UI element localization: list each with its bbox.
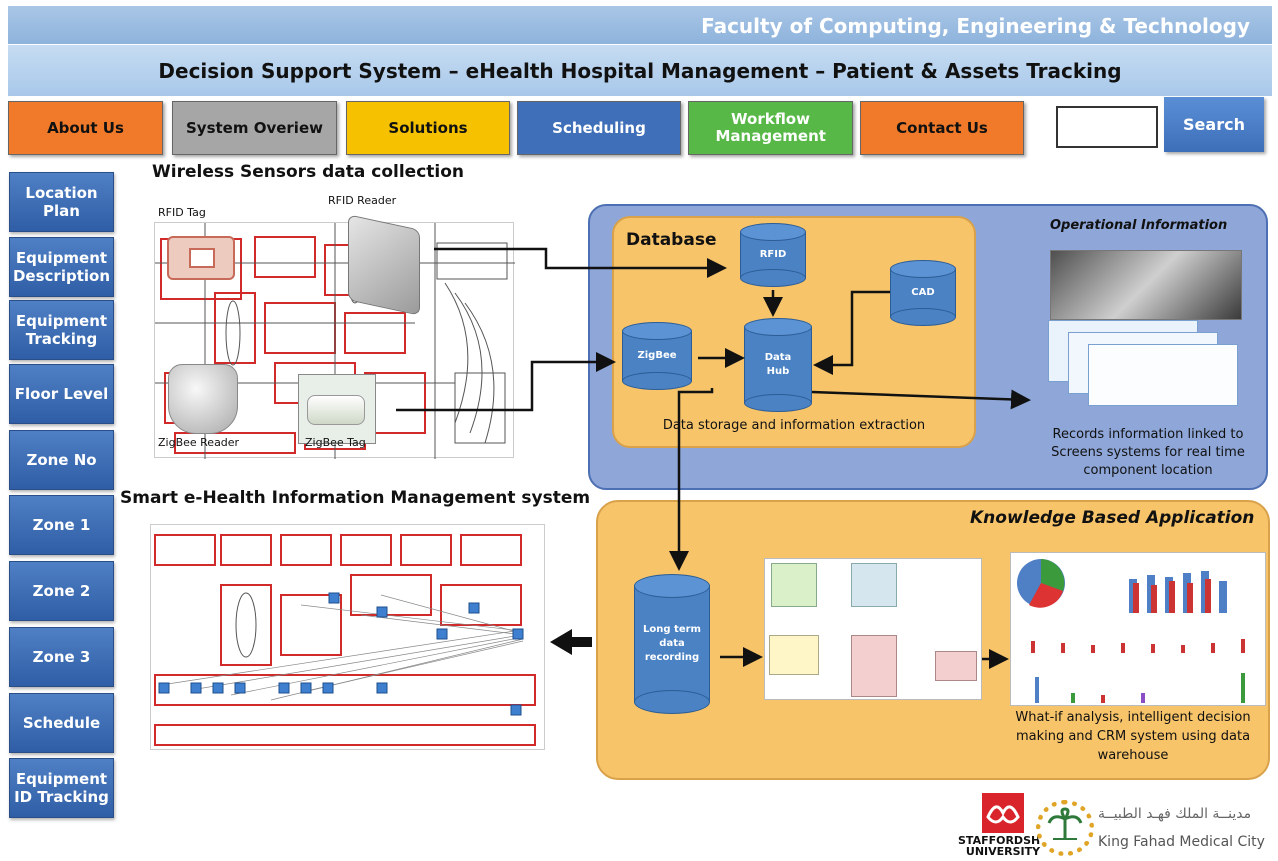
er-entity [935,651,977,681]
long-term-label: Long term data recording [643,624,701,663]
page-title: Decision Support System – eHealth Hospit… [8,44,1272,96]
sidebar-label: Equipment Description [12,249,111,285]
sidebar-label: Equipment Tracking [15,312,108,348]
cylinder-top [740,223,806,241]
staffs-line-2: UNIVERSITY [965,845,1041,858]
cylinder-top [634,574,710,598]
sidebar-label: Schedule [22,714,101,732]
faculty-title: Faculty of Computing, Engineering & Tech… [701,14,1250,38]
er-entity [769,635,819,675]
staffordshire-logo [982,793,1024,833]
nav-contact-us[interactable]: Contact Us [860,101,1024,155]
nav-workflow-management[interactable]: Workflow Management [688,101,853,155]
hub-line-2: Hub [766,366,790,377]
kfmc-arabic: مدينــة الملك فهـد الطبيــة [1098,806,1252,822]
keyboard-stethoscope-image [1050,250,1242,320]
er-entity [771,563,817,607]
kfmc-name: King Fahad Medical City [1098,834,1265,850]
er-entity [851,563,897,607]
sidebar-item-equipment-id-tracking[interactable]: Equipment ID Tracking [9,758,114,818]
nav-solutions[interactable]: Solutions [346,101,510,155]
sidebar-label: Floor Level [14,385,109,403]
nav-label: About Us [47,118,124,137]
cad-db-label: CAD [911,287,935,298]
database-caption: Data storage and information extraction [662,418,926,433]
screens-image [1048,320,1248,412]
cylinder-top [890,260,956,278]
knowledge-title: Knowledge Based Application [970,508,1255,528]
cylinder-body [744,327,812,403]
sidebar-item-zone-no[interactable]: Zone No [9,430,114,490]
nav-label: Scheduling [552,118,646,137]
sidebar-label: Zone 3 [32,648,91,666]
rfid-db-cylinder: RFID [740,223,806,287]
zigbee-db-label: ZigBee [637,350,677,361]
sidebar-item-zone-3[interactable]: Zone 3 [9,627,114,687]
search-button[interactable]: Search [1164,97,1264,152]
er-diagram-image [764,558,982,700]
sidebar-label: Zone 2 [32,582,91,600]
floor-plan-zones-drawing [154,534,536,746]
cylinder-bottom [740,269,806,287]
search-input[interactable] [1056,106,1158,148]
nav-label: Contact Us [896,118,988,137]
sidebar-item-zone-1[interactable]: Zone 1 [9,495,114,555]
sidebar-label: Zone 1 [32,516,91,534]
sidebar-item-equipment-tracking[interactable]: Equipment Tracking [9,300,114,360]
nav-scheduling[interactable]: Scheduling [517,101,681,155]
knowledge-caption: What-if analysis, intelligent decision m… [1015,710,1251,763]
cad-db-cylinder: CAD [890,260,956,326]
operational-caption: Records information linked to Screens sy… [1051,427,1245,478]
zigbee-db-cylinder: ZigBee [622,322,692,390]
cylinder-bottom [634,690,710,714]
cylinder-body [634,586,710,702]
long-term-cylinder: Long term data recording [634,574,710,714]
database-title: Database [626,230,717,250]
screen-card [1088,344,1238,406]
analytics-charts-image [1010,552,1266,706]
cylinder-bottom [622,372,692,390]
staffs-line-1: STAFFORDSHIRE [958,834,1061,847]
palm-tree-icon [1047,807,1083,840]
nav-label: Workflow Management [715,110,826,145]
rfid-tag-image [167,236,235,280]
sidebar-item-equipment-description[interactable]: Equipment Description [9,237,114,297]
zigbee-tag-label: ZigBee Tag [305,436,366,449]
zigbee-reader-label: ZigBee Reader [158,436,240,449]
zigbee-reader-image [168,364,238,434]
kfmc-logo [1036,800,1094,856]
sensors-heading: Wireless Sensors data collection [152,162,465,182]
cylinder-top [622,322,692,340]
smart-heading: Smart e-Health Information Management sy… [120,488,591,508]
analytics-charts-drawing [1017,559,1245,703]
knot-icon [986,805,1020,824]
hub-line-1: Data [764,352,792,363]
sidebar-item-location-plan[interactable]: Location Plan [9,172,114,232]
cylinder-bottom [890,308,956,326]
zigbee-tag-image [298,374,376,444]
nav-about-us[interactable]: About Us [8,101,163,155]
sidebar-item-floor-level[interactable]: Floor Level [9,364,114,424]
sidebar-item-zone-2[interactable]: Zone 2 [9,561,114,621]
nav-label: System Overiew [186,118,323,137]
sidebar-label: Zone No [26,451,97,469]
cylinder-top [744,318,812,336]
faculty-banner: Faculty of Computing, Engineering & Tech… [8,6,1272,44]
cylinder-bottom [744,394,812,412]
rfid-db-label: RFID [759,249,787,260]
rfid-tag-label: RFID Tag [158,206,206,219]
sidebar-item-schedule[interactable]: Schedule [9,693,114,753]
nav-system-overview[interactable]: System Overiew [172,101,337,155]
floor-plan-bottom [150,524,545,750]
sidebar-label: Equipment ID Tracking [14,770,109,806]
nav-label: Solutions [388,118,468,137]
er-entity [851,635,897,697]
sidebar-label: Location Plan [25,184,98,220]
operational-title: Operational Information [1050,218,1228,233]
rfid-reader-label: RFID Reader [328,194,397,207]
